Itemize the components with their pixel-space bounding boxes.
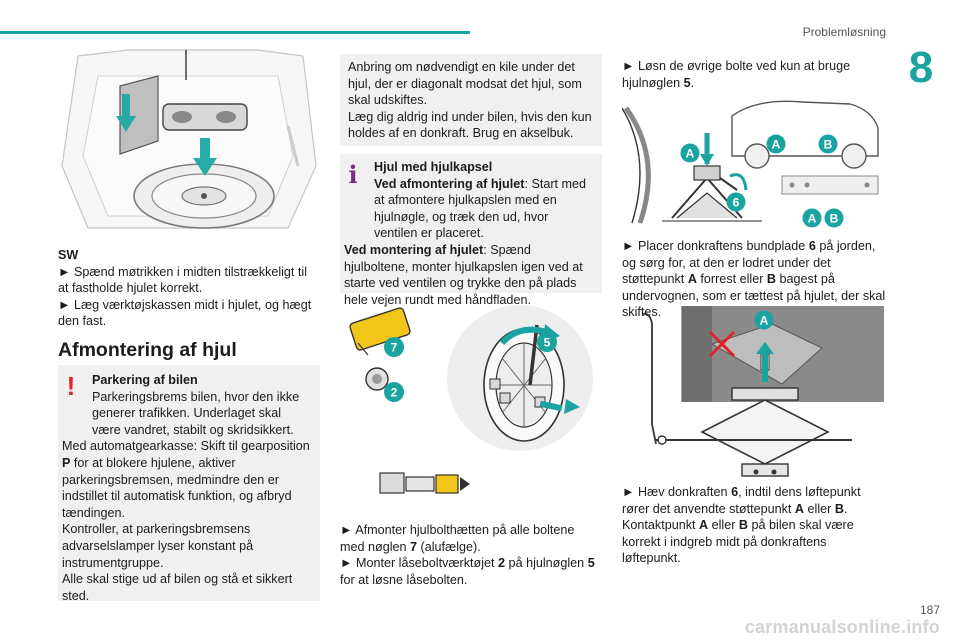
note-box: Anbring om nødvendigt en kile under det …	[340, 54, 602, 146]
underbody-a-badge: A	[802, 208, 822, 228]
sw-label: SW	[58, 248, 79, 262]
svg-text:A: A	[772, 138, 781, 152]
warning-line1: Parkeringsbrems bilen, hvor den ikke gen…	[92, 389, 300, 437]
section-heading: Afmontering af hjul	[58, 339, 237, 361]
info-box: i Hjul med hjulkapsel Ved afmontering af…	[340, 154, 602, 307]
label-2-badge: 2	[384, 382, 404, 402]
step-place-toolbox: ► Læg værktøjskassen midt i hjulet, og h…	[58, 297, 312, 329]
note-line2: Læg dig aldrig ind under bilen, hvis den…	[348, 109, 592, 141]
contact-a-badge: A	[754, 310, 774, 330]
warning-line4: Alle skal stige ud af bilen og stå et si…	[62, 572, 293, 603]
warning-line3: Kontroller, at parkeringsbremsens advars…	[62, 522, 254, 570]
info-title: Hjul med hjulkapsel	[374, 160, 493, 174]
label-7-badge: 7	[384, 337, 404, 357]
jack-contact-illustration: A	[622, 304, 886, 480]
car-support-a-badge: A	[766, 134, 786, 154]
step-mount-locking-tool: ► Monter låseboltværktøjet 2 på hjulnøgl…	[340, 556, 595, 587]
figure-6-badge: 6	[726, 192, 746, 212]
trunk-spare-wheel-illustration	[58, 46, 320, 236]
page-number: 187	[919, 603, 940, 617]
warning-box: ! Parkering af bilen Parkeringsbrems bil…	[58, 365, 320, 603]
warning-line2: Med automatgearkasse: Skift til gearposi…	[62, 439, 310, 520]
note-line1: Anbring om nødvendigt en kile under det …	[348, 60, 582, 108]
step-raise-jack: ► Hæv donkraften 6, indtil dens løftepun…	[622, 485, 861, 566]
info-icon: i	[348, 160, 358, 189]
section-title: Problemløsning	[802, 25, 886, 39]
step-place-jack: ► Placer donkraftens bundplade 6 på jord…	[622, 239, 886, 320]
svg-text:B: B	[830, 212, 839, 226]
svg-text:2: 2	[391, 386, 398, 400]
underbody-b-badge: B	[824, 208, 844, 228]
svg-text:7: 7	[391, 341, 398, 355]
header-accent-bar	[0, 31, 470, 34]
warning-title: Parkering af bilen	[92, 373, 198, 387]
figure-a-badge: A	[680, 143, 700, 163]
label-5-badge: 5	[537, 332, 557, 352]
svg-text:A: A	[686, 147, 695, 161]
jack-support-points-illustration: A 6 A B A B	[621, 98, 886, 228]
step-tighten-nut: ► Spænd møtrikken i midten tilstrækkelig…	[58, 264, 308, 296]
svg-text:A: A	[808, 212, 817, 226]
chapter-number: 8	[908, 43, 934, 92]
watermark: carmanualsonline.info	[744, 617, 940, 637]
step-remove-bolt-caps: ► Afmonter hjulbolthætten på alle bolten…	[340, 523, 575, 554]
wheel-bolt-tools-illustration: 7 2 5	[340, 303, 602, 515]
svg-text:A: A	[760, 314, 769, 328]
info-mount: Ved montering af hjulet: Spænd hjulbolte…	[344, 242, 583, 307]
svg-text:6: 6	[733, 196, 740, 210]
step-loosen-bolts: ► Løsn de øvrige bolte ved kun at bruge …	[622, 59, 851, 90]
svg-text:B: B	[824, 138, 833, 152]
svg-text:5: 5	[544, 336, 551, 350]
car-support-b-badge: B	[818, 134, 838, 154]
info-removal: Ved afmontering af hjulet: Start med at …	[374, 176, 587, 241]
warning-icon: !	[66, 371, 76, 401]
